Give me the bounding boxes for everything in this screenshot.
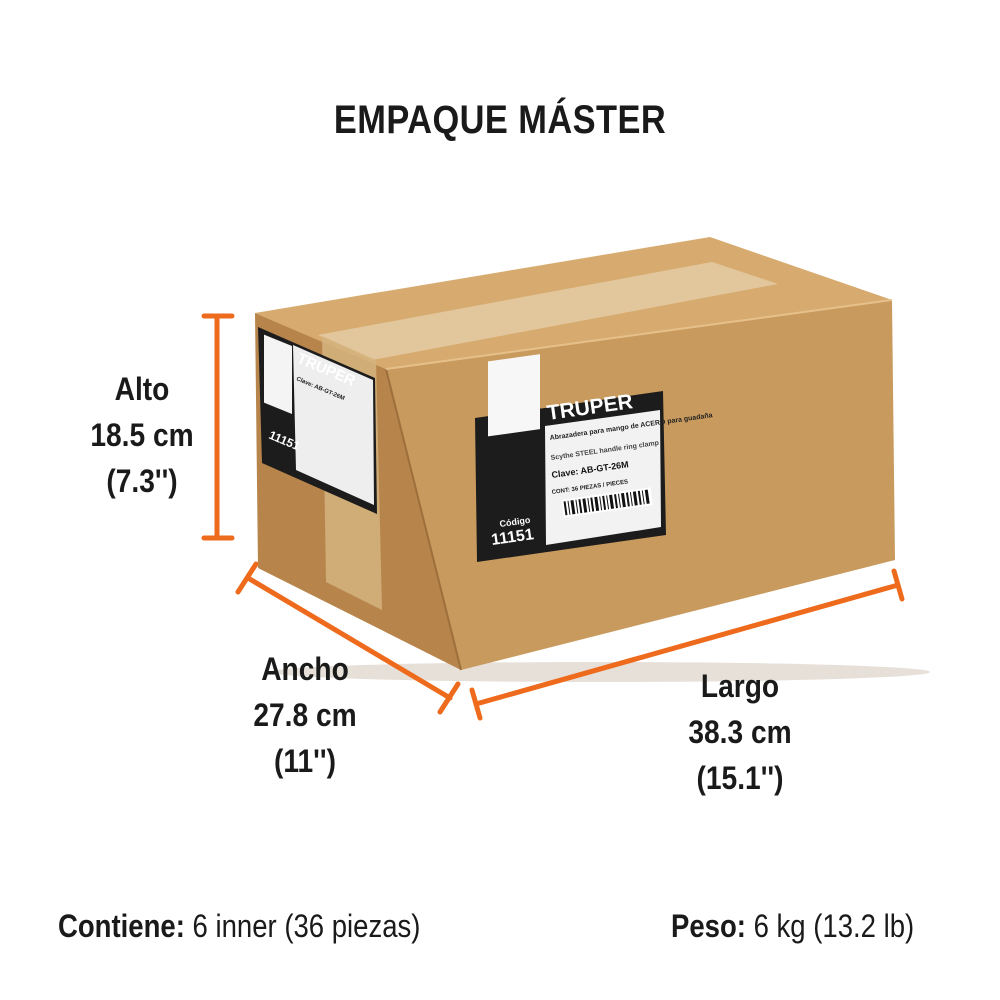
box-edge bbox=[385, 299, 893, 370]
ancho-dimension-line bbox=[235, 561, 461, 715]
box-edge bbox=[385, 368, 462, 671]
weight-label: Peso: bbox=[671, 908, 746, 944]
page-title: EMPAQUE MÁSTER bbox=[333, 98, 667, 142]
largo-dimension-line bbox=[469, 568, 905, 721]
alto-dimension-line bbox=[201, 313, 235, 541]
largo-metric: 38.3 cm bbox=[688, 714, 792, 750]
largo-dimension: Largo 38.3 cm (15.1'') bbox=[652, 663, 828, 801]
label-codigo: 11151 bbox=[490, 526, 535, 549]
packing-tape bbox=[318, 262, 778, 360]
contents-value: 6 inner (36 piezas) bbox=[192, 908, 421, 944]
ancho-dimension: Ancho 27.8 cm (11'') bbox=[226, 646, 384, 784]
box-front-label: TRUPER Abrazadera para mango de ACERO pa… bbox=[475, 354, 713, 562]
alto-dimension: Alto 18.5 cm (7.3'') bbox=[63, 366, 221, 504]
label-codigo-caption: Código bbox=[499, 515, 532, 529]
ancho-metric: 27.8 cm bbox=[253, 697, 357, 733]
box-shadow bbox=[270, 662, 930, 682]
contents-label: Contiene: bbox=[58, 908, 185, 944]
alto-metric: 18.5 cm bbox=[90, 417, 194, 453]
weight-info: Peso: 6 kg (13.2 lb) bbox=[671, 908, 914, 945]
ancho-imperial: (11'') bbox=[274, 743, 336, 779]
alto-imperial: (7.3'') bbox=[106, 463, 178, 499]
side-product-image bbox=[264, 334, 292, 414]
dimension-lines bbox=[201, 313, 905, 721]
weight-value: 6 kg (13.2 lb) bbox=[753, 908, 915, 944]
product-image bbox=[488, 354, 540, 437]
largo-imperial: (15.1'') bbox=[696, 760, 784, 796]
alto-label: Alto bbox=[114, 371, 170, 407]
contents-info: Contiene: 6 inner (36 piezas) bbox=[58, 908, 420, 945]
box-side-label: TRUPER Clave: AB-GT-26M 11151 bbox=[258, 327, 377, 514]
barcode bbox=[561, 487, 653, 518]
ancho-label: Ancho bbox=[261, 651, 349, 687]
largo-label: Largo bbox=[700, 668, 780, 704]
